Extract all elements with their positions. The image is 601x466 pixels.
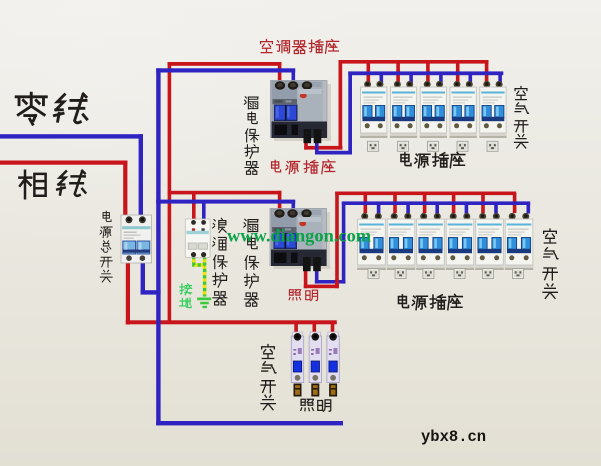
svg-text:www.diangon.com: www.diangon.com	[227, 226, 371, 246]
svg-text:ybx8.cn: ybx8.cn	[421, 428, 486, 446]
